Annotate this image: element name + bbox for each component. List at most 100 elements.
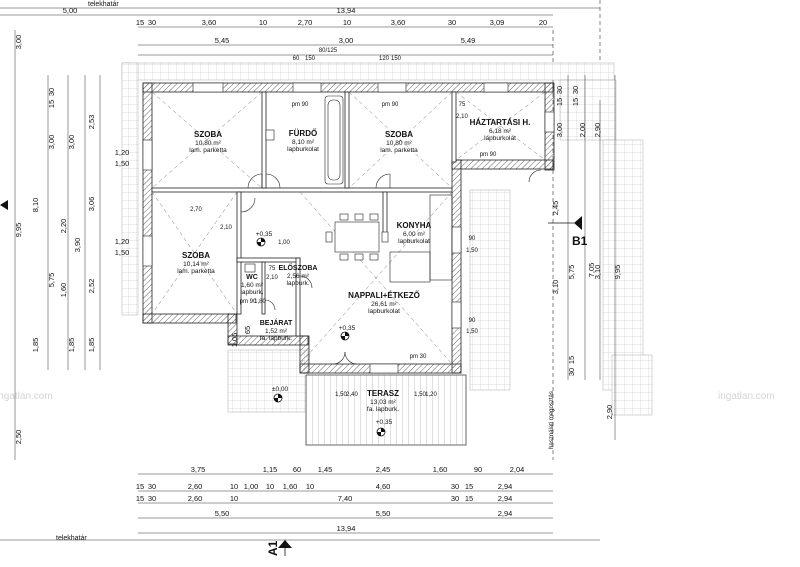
- svg-text:10: 10: [230, 482, 238, 491]
- svg-text:pm 90: pm 90: [240, 299, 257, 305]
- room-surface: lam. parketta: [189, 147, 227, 154]
- svg-text:2,60: 2,60: [188, 494, 203, 503]
- svg-text:3,90: 3,90: [73, 238, 82, 253]
- room-surface: fa. lapburk.: [260, 335, 292, 342]
- room-area: 2,56 m²: [287, 273, 310, 280]
- room-area: 6,00 m²: [403, 231, 426, 238]
- watermarks: ingatlan.com ingatlan.com: [0, 391, 775, 402]
- svg-text:30: 30: [47, 88, 56, 96]
- room-bejarat: BEJÁRAT 1,52 m² fa. lapburk.: [260, 318, 293, 342]
- door-swings: [240, 169, 542, 365]
- room-name: WC: [246, 274, 258, 281]
- svg-text:90: 90: [474, 465, 482, 474]
- terrace-deck: [305, 374, 467, 446]
- svg-text:4,60: 4,60: [376, 482, 391, 491]
- room-area: 1,52 m²: [265, 328, 288, 335]
- svg-text:15: 15: [136, 482, 144, 491]
- svg-text:2,45: 2,45: [551, 201, 560, 216]
- svg-text:90: 90: [469, 236, 476, 242]
- room-area: 13,03 m²: [370, 399, 396, 406]
- level-main: +0,35: [256, 231, 273, 238]
- room-name: NAPPALI+ÉTKEZŐ: [348, 291, 420, 300]
- svg-text:2,90: 2,90: [593, 123, 602, 138]
- room-terasz: TERASZ 13,03 m² fa. lapburk.: [367, 389, 399, 413]
- svg-text:7,05: 7,05: [587, 263, 596, 278]
- svg-text:pm 90: pm 90: [480, 152, 497, 158]
- svg-text:5,49: 5,49: [461, 36, 476, 45]
- svg-text:3,10: 3,10: [593, 265, 602, 280]
- svg-text:3,75: 3,75: [191, 465, 206, 474]
- room-szoba-w: SZOBA 10,14 m² lam. parketta: [177, 251, 215, 275]
- svg-text:1,45: 1,45: [318, 465, 333, 474]
- svg-text:A1: A1: [266, 540, 280, 556]
- toilet-icon: [265, 129, 275, 141]
- room-szoba-nw: SZOBA 10,80 m² lam. parketta: [189, 130, 227, 154]
- room-area: 1,60 m²: [241, 282, 264, 289]
- svg-text:30: 30: [567, 368, 576, 376]
- svg-text:1,05: 1,05: [230, 333, 239, 348]
- dining-table: [325, 213, 389, 261]
- svg-text:1,60: 1,60: [59, 283, 68, 298]
- room-area: 8,10 m²: [292, 139, 315, 146]
- kitchen-cabinets: [429, 194, 453, 281]
- dims-bottom: [138, 473, 553, 534]
- svg-text:10: 10: [266, 482, 274, 491]
- dims-top-text: 5,00 13,94 15 30 3,60 10 2,70 10 3,60 30…: [63, 6, 547, 62]
- svg-text:2,40: 2,40: [346, 392, 358, 398]
- svg-text:2,60: 2,60: [188, 482, 203, 491]
- svg-text:30: 30: [148, 494, 156, 503]
- svg-text:15: 15: [465, 482, 473, 491]
- room-surface: lapburkolat: [287, 146, 319, 153]
- room-surface: lam. parketta: [380, 147, 418, 154]
- section-arrow-icon: [574, 216, 582, 230]
- svg-text:3,00: 3,00: [339, 36, 354, 45]
- svg-text:15: 15: [555, 98, 564, 106]
- svg-text:1,60: 1,60: [283, 482, 298, 491]
- svg-text:2,00: 2,00: [578, 123, 587, 138]
- svg-text:5,00: 5,00: [63, 6, 78, 15]
- svg-text:2,94: 2,94: [498, 509, 513, 518]
- room-surface: lapburkolat: [484, 135, 516, 142]
- svg-text:5,75: 5,75: [567, 265, 576, 280]
- svg-text:15: 15: [47, 100, 56, 108]
- room-diagonals: [151, 91, 546, 365]
- svg-text:pm 90: pm 90: [292, 102, 309, 108]
- room-name: SZOBA: [385, 130, 413, 139]
- svg-text:1,00: 1,00: [244, 482, 259, 491]
- svg-text:150: 150: [391, 56, 402, 62]
- svg-text:1,15: 1,15: [263, 465, 278, 474]
- room-wc: WC 1,60 m² lapburk.: [240, 274, 263, 296]
- svg-text:3,09: 3,09: [490, 18, 505, 27]
- svg-text:15: 15: [136, 494, 144, 503]
- wc-toilet-icon: [244, 263, 256, 273]
- svg-text:60: 60: [293, 465, 301, 474]
- svg-text:90: 90: [469, 318, 476, 324]
- room-area: 10,14 m²: [183, 261, 209, 268]
- dims-right-text: 30 15 3,00 3,10 5,75 15 30 30 15 2,00 7,…: [551, 86, 622, 419]
- room-nappali: NAPPALI+ÉTKEZŐ 26,61 m² lapburkolat: [348, 291, 420, 315]
- svg-text:1,50: 1,50: [414, 392, 426, 398]
- interior-walls: [151, 91, 457, 337]
- svg-text:30: 30: [451, 482, 459, 491]
- svg-text:1,20: 1,20: [115, 148, 130, 157]
- room-haztartasi: HÁZTARTÁSI H. 6,18 m² lapburkolat: [470, 118, 531, 142]
- svg-text:3,00: 3,00: [67, 135, 76, 150]
- svg-text:9,95: 9,95: [14, 223, 23, 238]
- svg-text:1,00: 1,00: [278, 240, 290, 246]
- svg-text:9,95: 9,95: [613, 265, 622, 280]
- svg-text:2,50: 2,50: [14, 430, 23, 445]
- svg-text:75: 75: [459, 102, 466, 108]
- svg-text:1,80: 1,80: [254, 299, 266, 305]
- section-marker-b1: B1: [548, 216, 588, 248]
- svg-text:1,50: 1,50: [466, 248, 478, 254]
- level-markers: +0,35 +0,35 ±0,00 +0,35: [256, 231, 393, 437]
- watermark-left: ingatlan.com: [0, 391, 53, 402]
- svg-text:1,20: 1,20: [115, 237, 130, 246]
- dims-left-text: 9,95 2,50 3,00 8,10 5,75 1,85 3,00 3,00 …: [14, 35, 252, 445]
- svg-text:10: 10: [230, 494, 238, 503]
- svg-text:2,94: 2,94: [498, 494, 513, 503]
- svg-text:80/125: 80/125: [319, 48, 338, 54]
- svg-text:10: 10: [259, 18, 267, 27]
- svg-text:3,60: 3,60: [202, 18, 217, 27]
